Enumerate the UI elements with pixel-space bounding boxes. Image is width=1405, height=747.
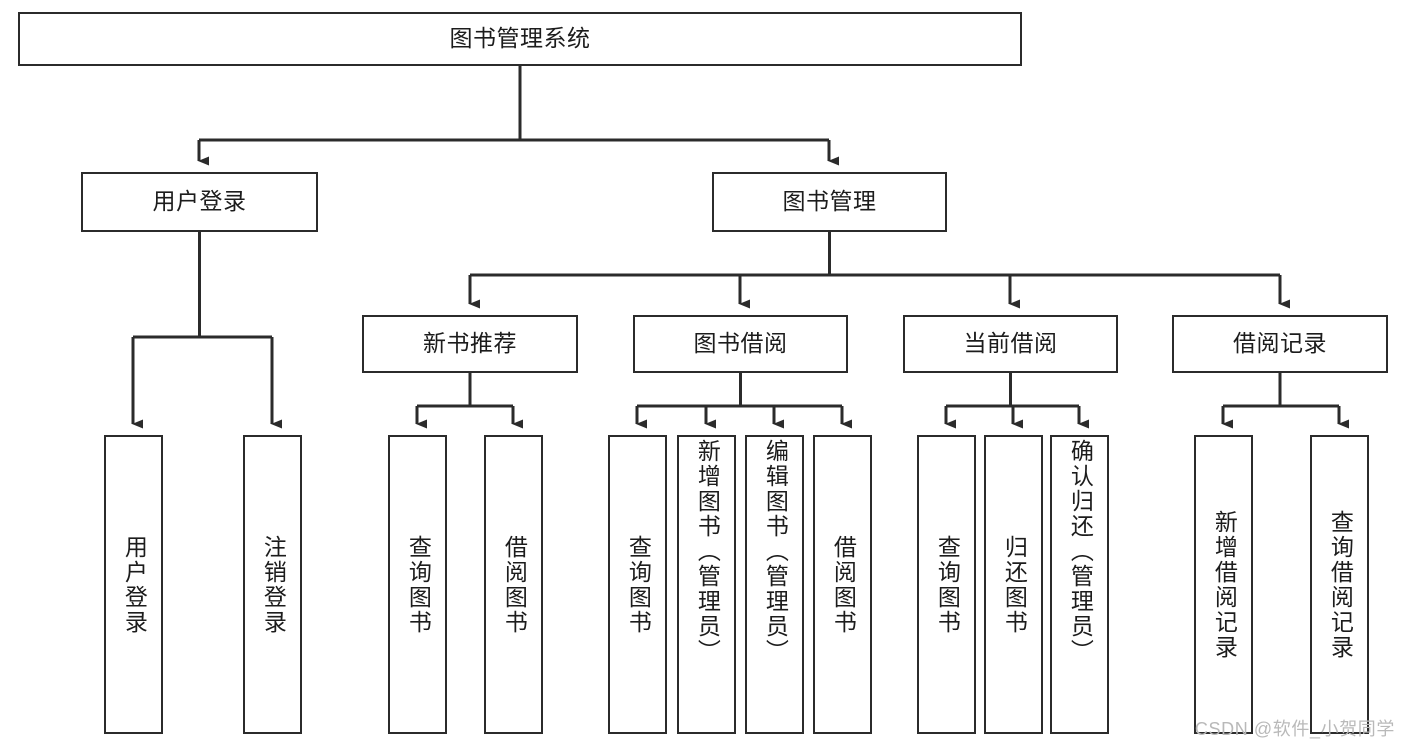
branch-node-book-management[interactable]: 图书管理 — [712, 172, 947, 232]
node-label: 新增图书（管理员） — [694, 439, 721, 664]
node-label: 借阅记录 — [1233, 330, 1327, 357]
node-label: 图书管理 — [782, 188, 877, 215]
leaf-node-leaf-query-book-borrow[interactable]: 查询图书 — [608, 435, 667, 734]
node-label: 图书借阅 — [693, 330, 788, 357]
node-label: 查询图书 — [934, 534, 961, 635]
branch-node-current-borrow[interactable]: 当前借阅 — [903, 315, 1118, 373]
branch-node-user-login[interactable]: 用户登录 — [81, 172, 318, 232]
node-label: 用户登录 — [152, 188, 247, 215]
node-label: 用户登录 — [121, 534, 148, 635]
node-label: 借阅图书 — [501, 534, 528, 635]
csdn-watermark: CSDN @软件_小贺同学 — [1194, 719, 1395, 739]
node-label: 新增借阅记录 — [1211, 509, 1238, 660]
leaf-node-leaf-user-login[interactable]: 用户登录 — [104, 435, 163, 734]
node-label: 当前借阅 — [963, 330, 1058, 357]
node-label: 确认归还（管理员） — [1067, 439, 1094, 664]
node-label: 查询图书 — [625, 534, 652, 635]
leaf-node-leaf-add-book-admin[interactable]: 新增图书（管理员） — [677, 435, 736, 734]
node-label: 图书管理系统 — [449, 25, 591, 52]
node-label: 编辑图书（管理员） — [762, 439, 789, 664]
node-label: 注销登录 — [260, 534, 287, 635]
leaf-node-leaf-return-book[interactable]: 归还图书 — [984, 435, 1043, 734]
leaf-node-leaf-query-borrow-record[interactable]: 查询借阅记录 — [1310, 435, 1369, 734]
leaf-node-leaf-query-book-recommend[interactable]: 查询图书 — [388, 435, 447, 734]
leaf-node-leaf-edit-book-admin[interactable]: 编辑图书（管理员） — [745, 435, 804, 734]
node-label: 新书推荐 — [423, 330, 517, 357]
leaf-node-leaf-add-borrow-record[interactable]: 新增借阅记录 — [1194, 435, 1253, 734]
node-label: 借阅图书 — [830, 534, 857, 635]
branch-node-book-borrow[interactable]: 图书借阅 — [633, 315, 848, 373]
root-node-root[interactable]: 图书管理系统 — [18, 12, 1022, 66]
leaf-node-leaf-borrow-book[interactable]: 借阅图书 — [813, 435, 872, 734]
leaf-node-leaf-query-book-current[interactable]: 查询图书 — [917, 435, 976, 734]
branch-node-borrow-record[interactable]: 借阅记录 — [1172, 315, 1388, 373]
branch-node-new-book-recommend[interactable]: 新书推荐 — [362, 315, 578, 373]
leaf-node-leaf-borrow-book-recommend[interactable]: 借阅图书 — [484, 435, 543, 734]
leaf-node-leaf-logout[interactable]: 注销登录 — [243, 435, 302, 734]
node-label: 归还图书 — [1001, 534, 1028, 635]
node-label: 查询图书 — [405, 534, 432, 635]
leaf-node-leaf-confirm-return-admin[interactable]: 确认归还（管理员） — [1050, 435, 1109, 734]
node-label: 查询借阅记录 — [1327, 509, 1354, 660]
